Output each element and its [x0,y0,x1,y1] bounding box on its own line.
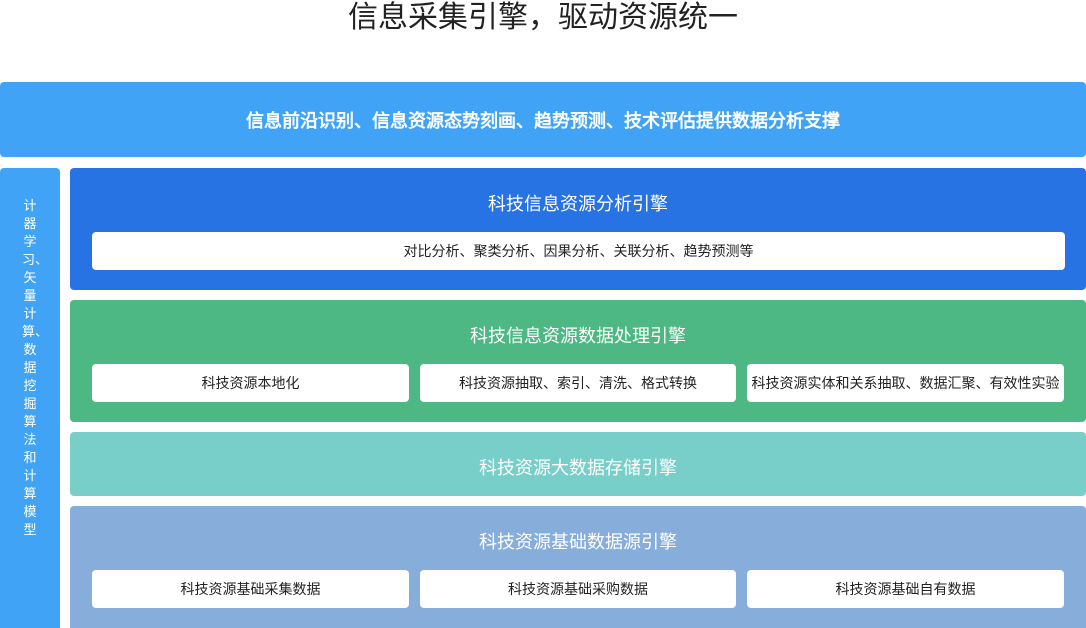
analysis-engine-title: 科技信息资源分析引擎 [488,194,668,215]
processing-engine: 科技信息资源数据处理引擎 科技资源本地化 科技资源抽取、索引、清洗、格式转换 科… [70,300,1086,422]
storage-engine-title: 科技资源大数据存储引擎 [479,458,677,479]
top-banner-text: 信息前沿识别、信息资源态势刻画、趋势预测、技术评估提供数据分析支撑 [246,110,840,132]
source-item: 科技资源基础采集数据 [92,570,409,608]
processing-item: 科技资源抽取、索引、清洗、格式转换 [420,364,736,402]
storage-engine: 科技资源大数据存储引擎 [70,432,1086,496]
source-engine: 科技资源基础数据源引擎 科技资源基础采集数据 科技资源基础采购数据 科技资源基础… [70,506,1086,628]
processing-item: 科技资源实体和关系抽取、数据汇聚、有效性实验 [747,364,1064,402]
top-banner: 信息前沿识别、信息资源态势刻画、趋势预测、技术评估提供数据分析支撑 [0,82,1086,157]
source-item: 科技资源基础采购数据 [420,570,736,608]
analysis-engine: 科技信息资源分析引擎 对比分析、聚类分析、因果分析、关联分析、趋势预测等 [70,168,1086,290]
side-bar-label: 计器学习、矢量计算、数据挖掘算法和计算模型 [22,199,49,538]
analysis-item: 对比分析、聚类分析、因果分析、关联分析、趋势预测等 [92,232,1065,270]
processing-item: 科技资源本地化 [92,364,409,402]
processing-engine-title: 科技信息资源数据处理引擎 [470,326,686,347]
page-title: 信息采集引擎，驱动资源统一 [348,0,738,35]
side-bar: 计器学习、矢量计算、数据挖掘算法和计算模型 [0,168,60,628]
source-engine-title: 科技资源基础数据源引擎 [479,532,677,553]
source-item: 科技资源基础自有数据 [747,570,1064,608]
